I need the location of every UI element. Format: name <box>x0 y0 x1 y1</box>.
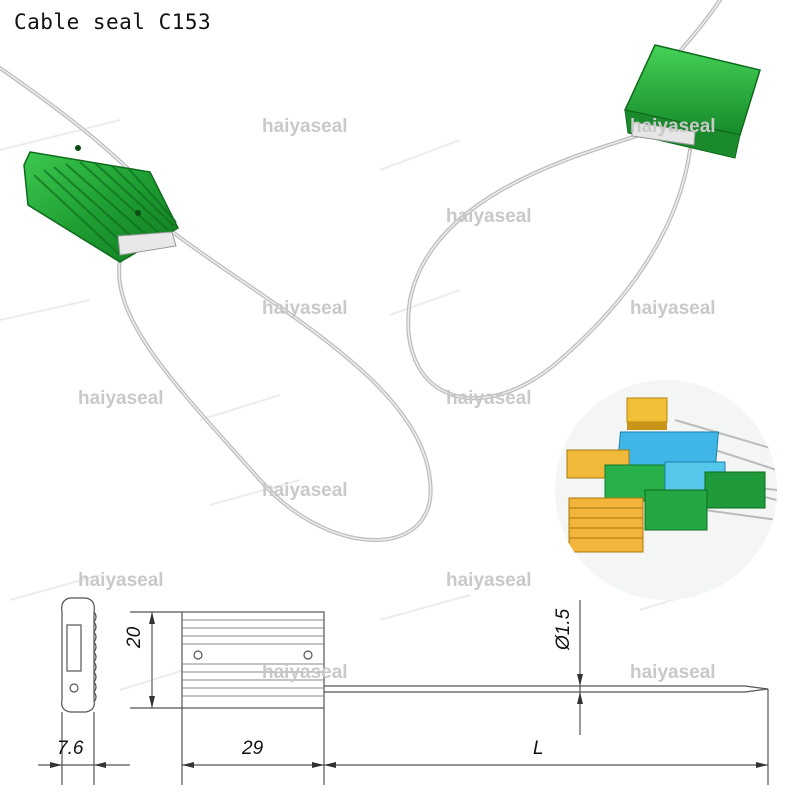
dimension-cable-length-label: L <box>533 738 544 759</box>
watermark: haiyaseal <box>262 662 348 683</box>
dimension-thickness-label: 7.6 <box>57 738 84 759</box>
watermark: haiyaseal <box>262 480 348 501</box>
inset-photo-seals <box>566 397 777 553</box>
watermark: haiyaseal <box>630 662 716 683</box>
right-seal-body <box>623 44 761 159</box>
dimension-arrows <box>50 612 768 768</box>
watermark: haiyaseal <box>446 388 532 409</box>
inset-photo <box>555 380 777 600</box>
watermark: haiyaseal <box>630 298 716 319</box>
technical-drawing <box>38 597 769 785</box>
dimension-height-label: 20 <box>124 626 145 648</box>
watermark: haiyaseal <box>446 570 532 591</box>
watermark: haiyaseal <box>446 206 532 227</box>
left-cable-highlight <box>0 67 432 541</box>
watermark: haiyaseal <box>262 298 348 319</box>
page-title: Cable seal C153 <box>14 10 212 34</box>
watermark: haiyaseal <box>630 116 716 137</box>
watermark: haiyaseal <box>78 388 164 409</box>
watermark: haiyaseal <box>78 570 164 591</box>
left-seal-body <box>23 145 179 263</box>
watermark: haiyaseal <box>262 116 348 137</box>
dimension-cable-diameter-label: Ø1.5 <box>553 608 574 650</box>
left-cable <box>0 66 433 542</box>
dimension-length-label: 29 <box>242 738 264 759</box>
